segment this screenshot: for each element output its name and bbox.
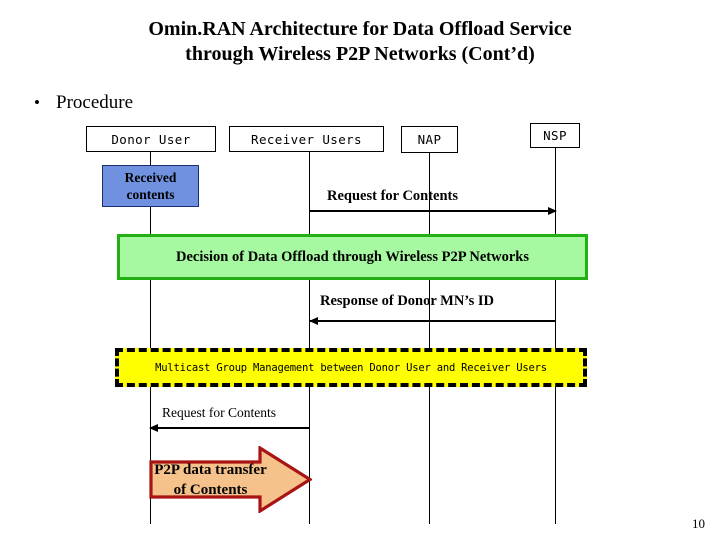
message-label-response-of-donor-mn-id: Response of Donor MN’s ID	[320, 293, 494, 309]
arrow-head-left-icon	[149, 424, 158, 432]
nsp-lifeline	[555, 148, 556, 524]
bullet-label: Procedure	[56, 92, 134, 113]
bullet-dot-icon: •	[34, 93, 40, 112]
arrow-line	[150, 427, 310, 429]
p2p-data-transfer-arrow[interactable]: P2P data transfer of Contents	[149, 446, 312, 513]
message-label-request-for-contents-2: Request for Contents	[162, 405, 276, 420]
note-line-2: contents	[126, 187, 175, 202]
nap-lifeline	[429, 153, 430, 524]
message-arrow-request-for-contents-2[interactable]	[149, 424, 310, 432]
actor-label: Receiver Users	[251, 131, 362, 147]
donor-user-lifeline	[150, 152, 151, 524]
arrow-head-right-icon	[548, 207, 557, 215]
message-arrow-request-for-contents-1[interactable]	[310, 207, 557, 215]
actor-box-nsp[interactable]: NSP	[530, 123, 580, 148]
title-line-2: through Wireless P2P Networks (Cont’d)	[185, 43, 535, 65]
title-line-1: Omin.RAN Architecture for Data Offload S…	[148, 18, 572, 40]
actor-box-receiver-users[interactable]: Receiver Users	[229, 126, 384, 152]
actor-label: NAP	[417, 132, 442, 147]
page-title: Omin.RAN Architecture for Data Offload S…	[0, 17, 720, 67]
received-contents-note[interactable]: Received contents	[102, 165, 199, 207]
multicast-group-note[interactable]: Multicast Group Management between Donor…	[115, 348, 587, 387]
actor-box-donor-user[interactable]: Donor User	[86, 126, 216, 152]
actor-box-nap[interactable]: NAP	[401, 126, 458, 153]
receiver-users-lifeline	[309, 152, 310, 524]
block-arrow-shape-icon	[149, 446, 312, 513]
arrow-line	[310, 320, 556, 322]
arrow-line	[310, 210, 556, 212]
message-arrow-response-of-donor-mn-id[interactable]	[309, 317, 556, 325]
decision-note[interactable]: Decision of Data Offload through Wireles…	[117, 234, 588, 280]
page-number: 10	[692, 516, 705, 531]
note-text: Decision of Data Offload through Wireles…	[176, 248, 529, 265]
actor-label: NSP	[543, 128, 567, 143]
arrow-head-left-icon	[309, 317, 318, 325]
message-label-request-for-contents-1: Request for Contents	[327, 188, 459, 204]
actor-label: Donor User	[111, 131, 191, 147]
note-text: Multicast Group Management between Donor…	[155, 361, 547, 374]
procedure-bullet: • Procedure	[34, 93, 133, 113]
note-line-1: Received	[124, 170, 177, 185]
